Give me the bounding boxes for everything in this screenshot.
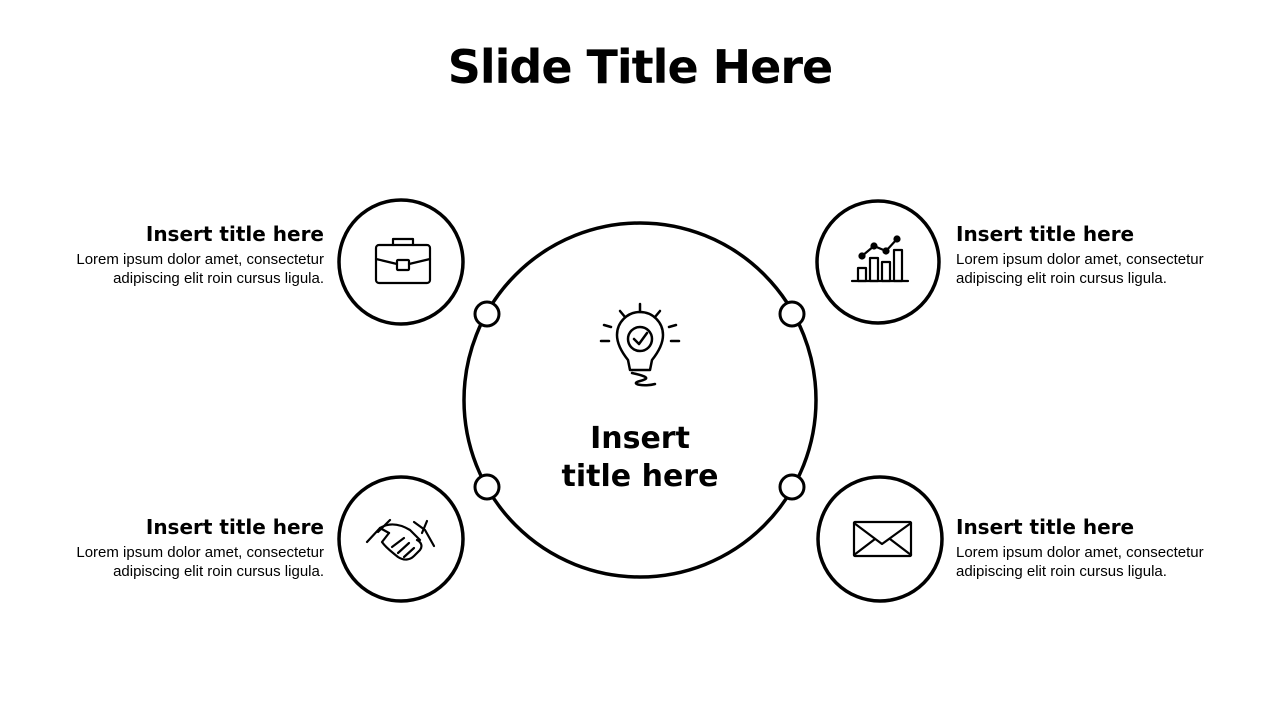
envelope-icon <box>852 520 913 558</box>
bar-chart-growth-icon <box>850 235 910 283</box>
central-circle <box>462 221 818 579</box>
lightbulb-check-icon <box>599 302 681 387</box>
info-block-title: Insert title here <box>145 222 324 246</box>
connector-node-top-left <box>473 300 501 328</box>
info-block-description: Lorem ipsum dolor amet, consectetur adip… <box>76 251 324 287</box>
connector-node-top-right <box>778 300 806 328</box>
satellite-circle-top-left <box>337 198 465 326</box>
satellite-circle-top-right <box>815 199 941 325</box>
connector-node-bottom-left <box>473 473 501 501</box>
info-block-bottom-left: Insert title here Lorem ipsum dolor amet… <box>24 515 324 581</box>
info-block-bottom-right: Insert title here Lorem ipsum dolor amet… <box>956 515 1256 581</box>
satellite-circle-bottom-left <box>337 475 465 603</box>
satellite-circle-bottom-right <box>816 475 944 603</box>
briefcase-icon <box>374 237 432 285</box>
handshake-icon <box>365 518 436 561</box>
info-block-title: Insert title here <box>956 222 1135 246</box>
info-block-description: Lorem ipsum dolor amet, consectetur adip… <box>956 251 1204 287</box>
info-block-description: Lorem ipsum dolor amet, consectetur adip… <box>956 544 1204 580</box>
slide-title: Slide Title Here <box>447 40 834 94</box>
info-block-title: Insert title here <box>956 515 1135 539</box>
connector-node-bottom-right <box>778 473 806 501</box>
info-block-top-right: Insert title here Lorem ipsum dolor amet… <box>956 222 1256 288</box>
info-block-title: Insert title here <box>145 515 324 539</box>
info-block-top-left: Insert title here Lorem ipsum dolor amet… <box>24 222 324 288</box>
center-title: Insert title here <box>561 421 719 494</box>
info-block-description: Lorem ipsum dolor amet, consectetur adip… <box>76 544 324 580</box>
